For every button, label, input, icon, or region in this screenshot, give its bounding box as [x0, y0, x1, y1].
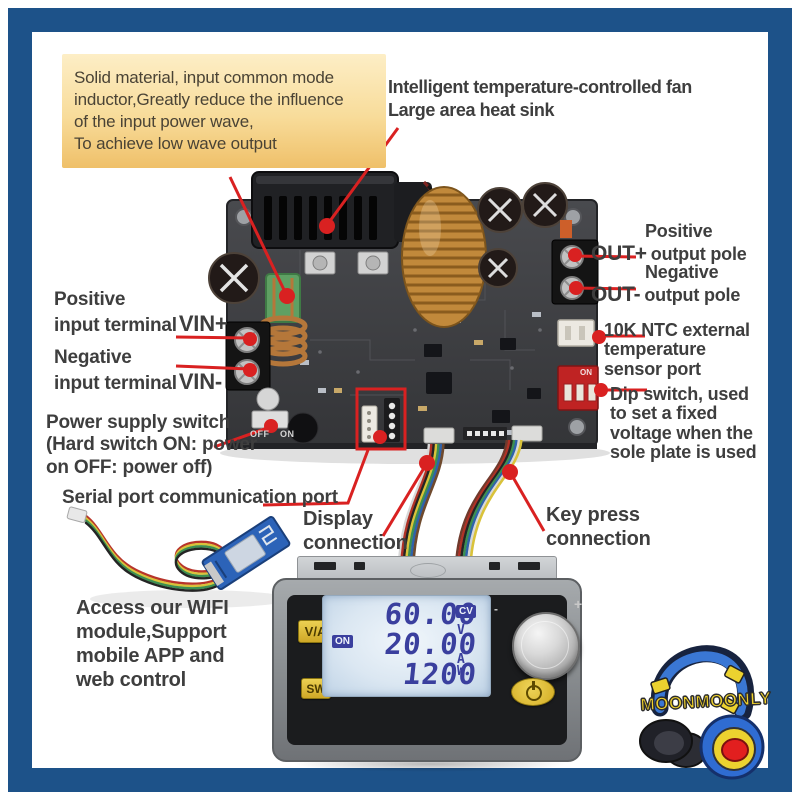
power-icon-bar [531, 681, 535, 690]
power-switch [251, 387, 319, 444]
power-unit: W [457, 664, 465, 679]
headphones-icon [639, 645, 765, 780]
lcd-screen: 60.00 CV V ON 20.00 A 1200 W [322, 595, 491, 697]
note-line: Intelligent temperature-controlled fan [388, 77, 692, 97]
mounting-tab [518, 562, 540, 570]
callout-ntc-note: 10K NTC external temperature sensor port [604, 320, 750, 379]
capacitors [208, 182, 568, 304]
label-out-plus: Positive OUT+output pole [591, 221, 747, 266]
note-line: temperature [604, 339, 706, 360]
note-line: output pole [644, 284, 741, 305]
note-line: Solid material, input common mode [74, 68, 334, 87]
note-line: Dip switch, used [610, 384, 749, 404]
power-button [511, 678, 555, 706]
pcb-board [208, 171, 599, 449]
switch-off-silkscreen: OFF [250, 429, 270, 439]
note-line: Positive [54, 289, 126, 310]
note-line: voltage when the [610, 422, 753, 443]
callout-dip-note: Dip switch, used to set a fixed voltage … [610, 384, 757, 463]
display-module: V/A SW 60.00 CV V ON 20.00 A 1200 W - + [272, 578, 582, 762]
note-line: Large area heat sink [388, 99, 555, 120]
note-line: Key press [546, 504, 640, 526]
note-line: 10K NTC external [604, 320, 750, 340]
knob-plus-mark: + [574, 596, 583, 612]
current-unit: A [457, 652, 465, 667]
note-line: Negative [645, 262, 719, 282]
note-line: web control [76, 669, 187, 691]
label-vin-minus: Negative input terminalVIN- [54, 347, 222, 395]
out-plus-terminal-name: OUT+ [591, 241, 647, 265]
note-line: connection [546, 528, 651, 550]
rotary-knob [512, 612, 580, 680]
voltage-unit: V [457, 623, 465, 638]
note-line: inductor,Greatly reduce the influence [74, 90, 344, 110]
orange-part [560, 220, 572, 238]
note-line: Display [303, 508, 373, 530]
serial-port-header [361, 398, 400, 443]
cv-badge: CV [456, 605, 476, 618]
on-badge: ON [332, 635, 353, 648]
dip-switch [557, 365, 599, 411]
callout-fan-note: Intelligent temperature-controlled fan L… [388, 76, 692, 121]
vin-minus-terminal-name: VIN- [178, 369, 223, 395]
toroid-inductor [401, 186, 487, 328]
shielded-inductor [287, 412, 319, 444]
note-line: input terminal [54, 315, 177, 337]
dip-on-silkscreen: ON [580, 368, 592, 377]
switch-on-silkscreen: ON [280, 429, 295, 439]
small-cap [256, 387, 280, 411]
annotation-lines [175, 127, 647, 537]
mounting-tab [354, 562, 365, 570]
note-line: mobile APP and [76, 645, 225, 667]
note-line: sensor port [604, 358, 701, 379]
callout-display-connection: Display connection [303, 507, 408, 555]
callout-keypress-connection: Key press connection [546, 503, 651, 551]
callout-serial-note: Serial port communication port [62, 487, 338, 508]
ic-chips [424, 300, 541, 423]
note-line: Power supply switch [46, 412, 231, 433]
ntc-port [557, 319, 595, 347]
note-line: Negative [54, 347, 132, 368]
label-out-minus: Negative OUT-output pole [591, 262, 740, 307]
note-line: module,Support [76, 621, 227, 643]
note-line: connection [303, 532, 408, 554]
keypress-ribbon-cable [454, 439, 523, 567]
serial-highlight-box [355, 387, 407, 451]
brand-logo: MOONMOONLY [630, 628, 784, 790]
note-line: (Hard switch ON: power [46, 434, 257, 456]
plate-logo-emboss [410, 563, 446, 578]
bottom-connectors [423, 425, 543, 444]
note-line: output pole [650, 243, 747, 264]
out-minus-terminal-name: OUT- [591, 282, 641, 306]
vin-plus-terminal-name: VIN+ [178, 311, 228, 337]
mounting-tab [314, 562, 336, 570]
note-line: Access our WIFI [76, 597, 229, 619]
callout-wifi-note: Access our WIFI module,Support mobile AP… [76, 596, 229, 692]
note-line: input terminal [54, 373, 177, 395]
input-terminal [225, 321, 271, 391]
callout-power-switch-note: Power supply switch (Hard switch ON: pow… [46, 412, 257, 479]
knob-minus-mark: - [494, 602, 498, 616]
note-line: To achieve low wave output [74, 134, 277, 154]
note-line: Positive [645, 221, 713, 241]
mounting-tab [489, 562, 500, 570]
note-line: sole plate is used [610, 442, 757, 463]
note-line: to set a fixed [610, 403, 718, 424]
wifi-cable-connector [66, 506, 88, 523]
annotation-dots [243, 218, 608, 480]
label-vin-plus: Positive input terminalVIN+ [54, 289, 228, 337]
wifi-module [201, 516, 291, 590]
note-line: of the input power wave, [74, 112, 254, 132]
heatsink-mounts [304, 251, 389, 275]
callout-inductor-note: Solid material, input common mode induct… [62, 54, 386, 168]
note-line: on OFF: power off) [46, 456, 213, 478]
wifi-shadow [90, 590, 290, 608]
